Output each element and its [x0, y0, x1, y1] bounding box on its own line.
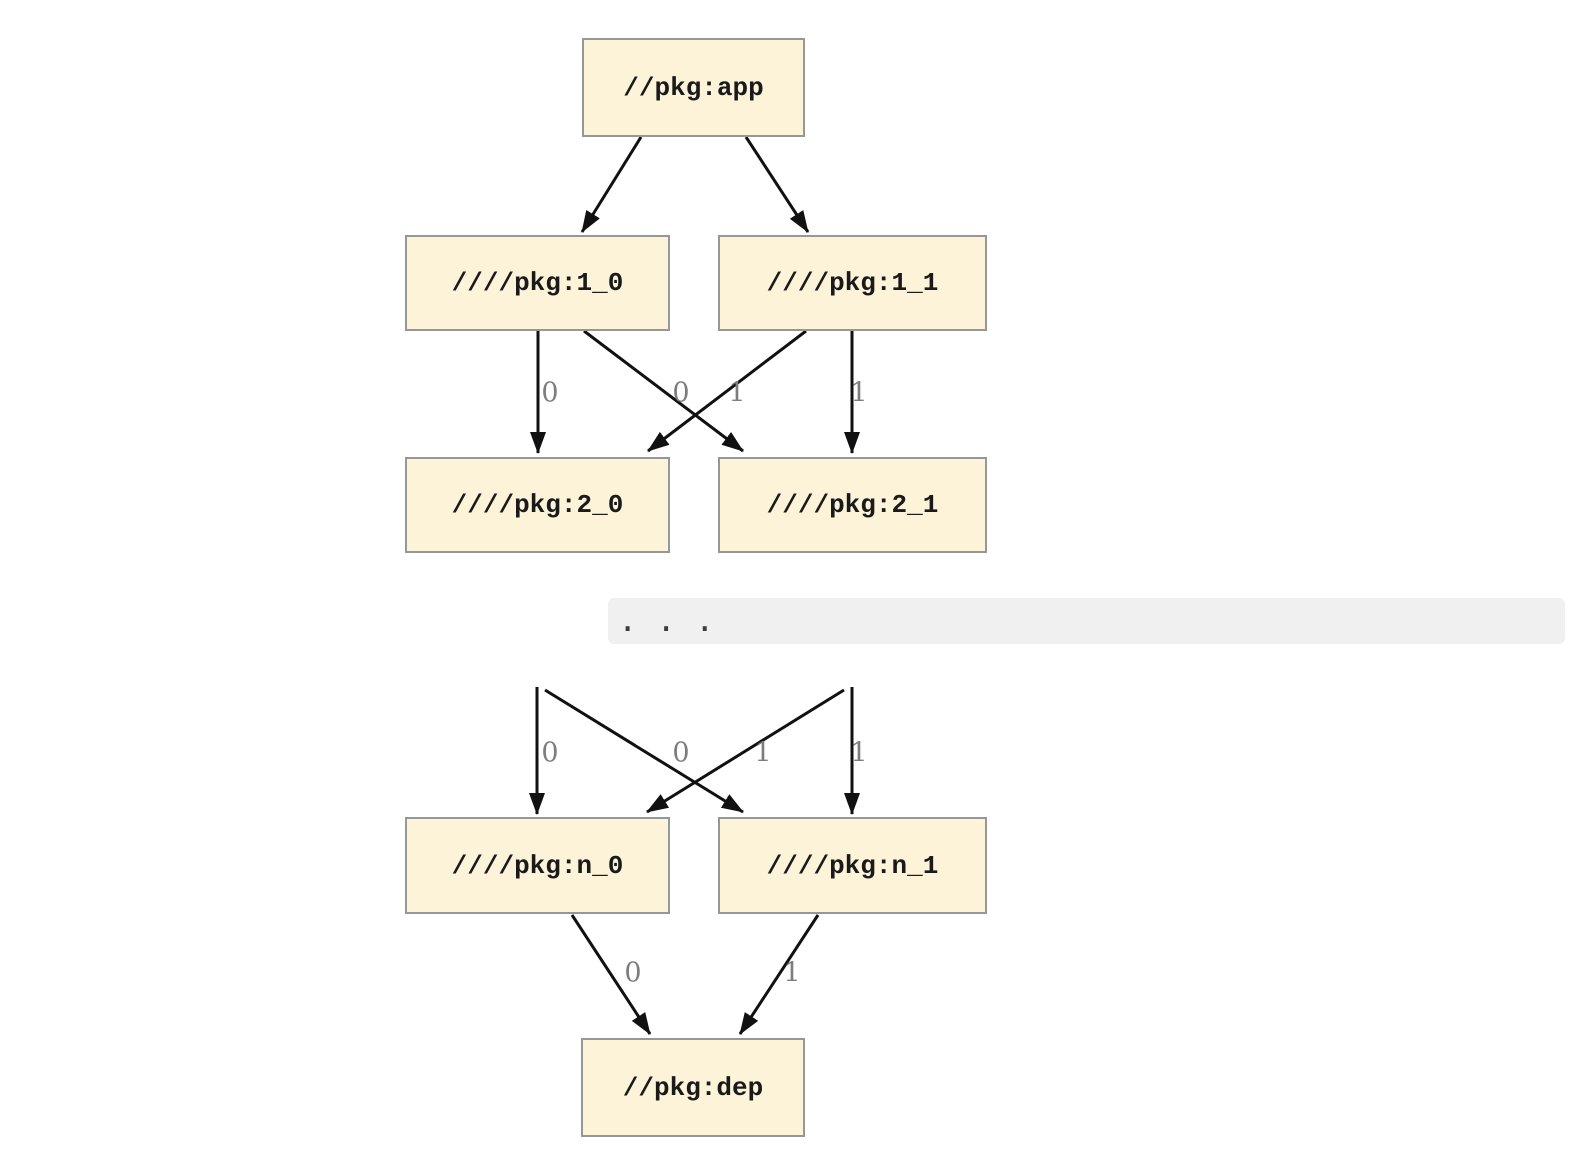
edge-label-1_0-to-2_0: 0 — [541, 377, 559, 409]
node-pkg-app-label: //pkg:app — [623, 72, 764, 103]
node-pkg-app: //pkg:app — [582, 38, 805, 137]
edge-n_1-to-dep — [738, 914, 820, 1035]
node-pkg-1_0: ////pkg:1_0 — [405, 235, 670, 331]
node-pkg-dep: //pkg:dep — [581, 1038, 805, 1137]
node-pkg-n_0-label: ////pkg:n_0 — [451, 850, 624, 881]
node-pkg-2_0-label: ////pkg:2_0 — [451, 490, 624, 520]
node-pkg-n_0: ////pkg:n_0 — [405, 817, 670, 914]
edge-label-1_0-to-2_1: 1 — [728, 377, 746, 409]
edge-1_0-to-2_1 — [583, 329, 744, 453]
edge-label-1_1-to-2_1: 1 — [850, 377, 868, 409]
node-pkg-2_1-label: ////pkg:2_1 — [766, 490, 939, 520]
node-pkg-n_1: ////pkg:n_1 — [718, 817, 987, 914]
edge-app-to-1_0 — [580, 136, 643, 233]
node-pkg-2_0: ////pkg:2_0 — [405, 457, 670, 553]
edge-label-n_1-to-dep: 1 — [783, 957, 801, 989]
edge-app-to-1_1 — [744, 136, 810, 233]
ellipsis-text: . . . — [618, 601, 715, 639]
edge-label-dots-to-n_0: 0 — [541, 737, 559, 769]
node-pkg-1_1-label: ////pkg:1_1 — [766, 268, 939, 298]
edge-dots-to-n_0-cross — [646, 688, 845, 814]
edge-label-dots-to-n_1-cross: 1 — [754, 737, 772, 769]
node-pkg-1_0-label: ////pkg:1_0 — [451, 268, 624, 298]
node-pkg-n_1-label: ////pkg:n_1 — [766, 850, 939, 881]
node-pkg-1_1: ////pkg:1_1 — [718, 235, 987, 331]
edge-label-dots-to-n_0-cross: 0 — [672, 737, 690, 769]
collapsed-rows-band: . . . — [608, 598, 1565, 644]
node-pkg-2_1: ////pkg:2_1 — [718, 457, 987, 553]
edge-n_0-to-dep — [570, 914, 652, 1035]
edge-label-1_1-to-2_0: 0 — [672, 377, 690, 409]
edge-label-n_0-to-dep: 0 — [624, 957, 642, 989]
node-pkg-dep-label: //pkg:dep — [622, 1072, 764, 1103]
edge-label-dots-to-n_1: 1 — [850, 737, 868, 769]
edge-dots-to-n_1-cross — [544, 688, 744, 814]
edge-1_1-to-2_0 — [647, 329, 807, 453]
